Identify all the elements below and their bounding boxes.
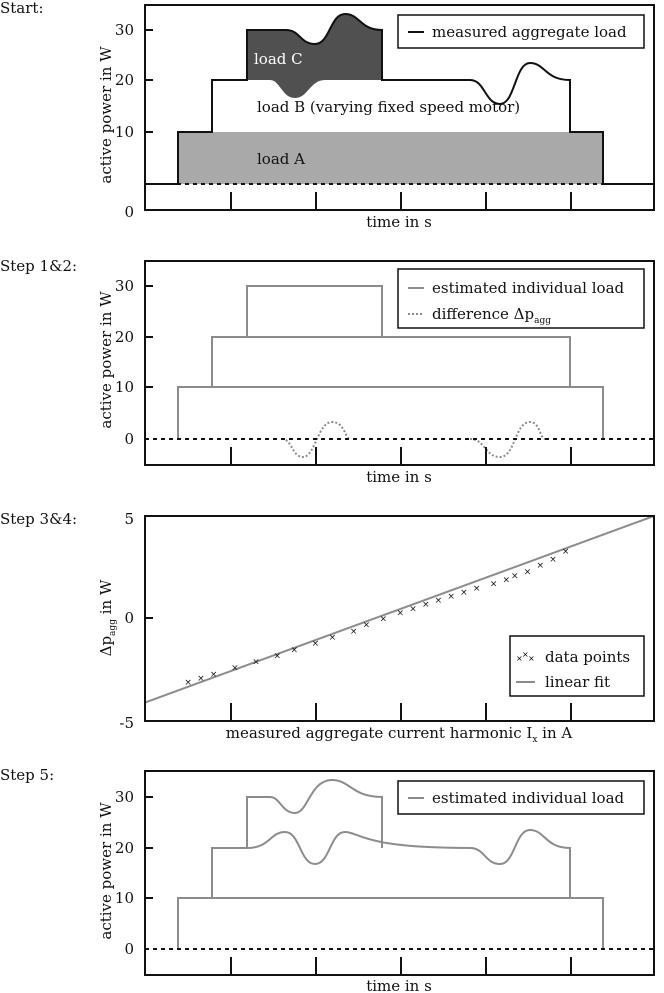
plot-frame xyxy=(144,4,655,211)
ytick-20: 20 xyxy=(115,328,134,346)
ytick-0: 0 xyxy=(124,609,134,627)
load-b-label: load B (varying fixed speed motor) xyxy=(257,98,520,116)
data-point: × xyxy=(435,596,443,606)
legend-item-estimated: estimated individual load xyxy=(432,789,625,807)
data-point: × xyxy=(329,633,337,643)
ytick-0: 0 xyxy=(124,430,134,448)
data-point: × xyxy=(511,571,519,581)
data-point: × xyxy=(524,567,532,577)
svg-text:×: × xyxy=(528,654,535,663)
legend-item-estimated: estimated individual load xyxy=(432,279,625,297)
data-point: × xyxy=(536,561,544,571)
ytick-10: 10 xyxy=(115,123,134,141)
data-point: × xyxy=(447,592,455,602)
ytick-30: 30 xyxy=(115,277,134,295)
data-point: × xyxy=(473,584,481,594)
data-point: × xyxy=(210,670,218,680)
data-point: × xyxy=(460,588,468,598)
legend: × × × data points linear fit xyxy=(509,635,645,697)
load-c-label: load C xyxy=(254,50,303,68)
data-point: × xyxy=(490,580,498,590)
data-point: × xyxy=(562,547,570,557)
ytick-20: 20 xyxy=(115,71,134,89)
x-axis-label: time in s xyxy=(366,468,432,486)
ytick-0: 0 xyxy=(124,203,134,221)
data-point: × xyxy=(397,608,405,618)
y-axis-label: active power in W xyxy=(97,46,115,184)
y-axis-label: Δpagg in W xyxy=(97,579,118,656)
step-label-start: Start: xyxy=(0,0,44,17)
data-point: × xyxy=(197,674,205,684)
data-point: × xyxy=(380,615,388,625)
plot-frame xyxy=(144,260,655,466)
data-point: × xyxy=(312,639,320,649)
legend-item-aggregate: measured aggregate load xyxy=(432,23,627,41)
ytick-5: 5 xyxy=(124,510,134,528)
legend: estimated individual load difference Δpa… xyxy=(397,268,645,329)
ytick-10: 10 xyxy=(115,889,134,907)
ytick-10: 10 xyxy=(115,378,134,396)
data-point: × xyxy=(350,627,358,637)
ytick-30: 30 xyxy=(115,21,134,39)
panel-step-3-4: Step 3&4: ×××××××××××××××××××××××××× 5 0… xyxy=(0,510,655,745)
estimated-load-a xyxy=(177,386,604,439)
estimated-load-a xyxy=(177,897,604,949)
data-point: × xyxy=(184,678,192,688)
data-point: × xyxy=(503,576,511,586)
y-axis-label: active power in W xyxy=(97,802,115,940)
data-point: × xyxy=(409,604,417,614)
y-axis-label: active power in W xyxy=(97,291,115,429)
legend: estimated individual load xyxy=(397,780,645,815)
estimated-load-c xyxy=(246,285,383,337)
step-label-step-3-4: Step 3&4: xyxy=(0,510,77,528)
legend: measured aggregate load xyxy=(397,14,645,49)
data-point: × xyxy=(252,658,260,668)
panel-step-5: Step 5: 0 10 20 30 active power in W tim… xyxy=(0,766,655,993)
estimated-load-c xyxy=(246,778,383,848)
plot-frame xyxy=(144,770,655,976)
estimated-load-b xyxy=(211,828,571,898)
legend-item-difference: difference Δpagg xyxy=(432,305,551,326)
ticks xyxy=(145,29,572,210)
x-axis-label: time in s xyxy=(366,977,432,993)
data-point: × xyxy=(290,645,298,655)
load-c-region xyxy=(247,14,382,98)
legend-item-points: data points xyxy=(545,648,630,666)
estimated-load-b xyxy=(211,336,571,387)
ytick-minus-5: -5 xyxy=(119,714,134,732)
data-point: × xyxy=(273,651,281,661)
ticks xyxy=(145,796,572,975)
ticks xyxy=(145,617,572,721)
ticks xyxy=(145,285,572,465)
load-a-label: load A xyxy=(257,150,305,168)
x-axis-label: measured aggregate current harmonic Ix i… xyxy=(226,724,573,745)
data-point: × xyxy=(422,600,430,610)
svg-text:×: × xyxy=(522,650,529,659)
panel-step-1-2: Step 1&2: 0 10 20 30 active power in W t… xyxy=(0,257,655,486)
ytick-20: 20 xyxy=(115,839,134,857)
ytick-0: 0 xyxy=(124,940,134,958)
aggregate-load-line xyxy=(145,12,654,185)
step-label-step-1-2: Step 1&2: xyxy=(0,257,77,275)
data-points: ×××××××××××××××××××××××××× xyxy=(184,547,569,688)
data-point: × xyxy=(231,664,239,674)
ytick-30: 30 xyxy=(115,788,134,806)
x-axis-label: time in s xyxy=(366,213,432,231)
data-point: × xyxy=(363,621,371,631)
legend-item-fit: linear fit xyxy=(545,673,610,691)
step-label-step-5: Step 5: xyxy=(0,766,54,784)
legend-swatch-points: × xyxy=(516,654,523,663)
load-a-region xyxy=(178,132,603,184)
linear-fit-line xyxy=(144,515,655,704)
panel-start: Start: 0 10 20 30 active power in W time… xyxy=(0,0,655,231)
data-point: × xyxy=(549,555,557,565)
